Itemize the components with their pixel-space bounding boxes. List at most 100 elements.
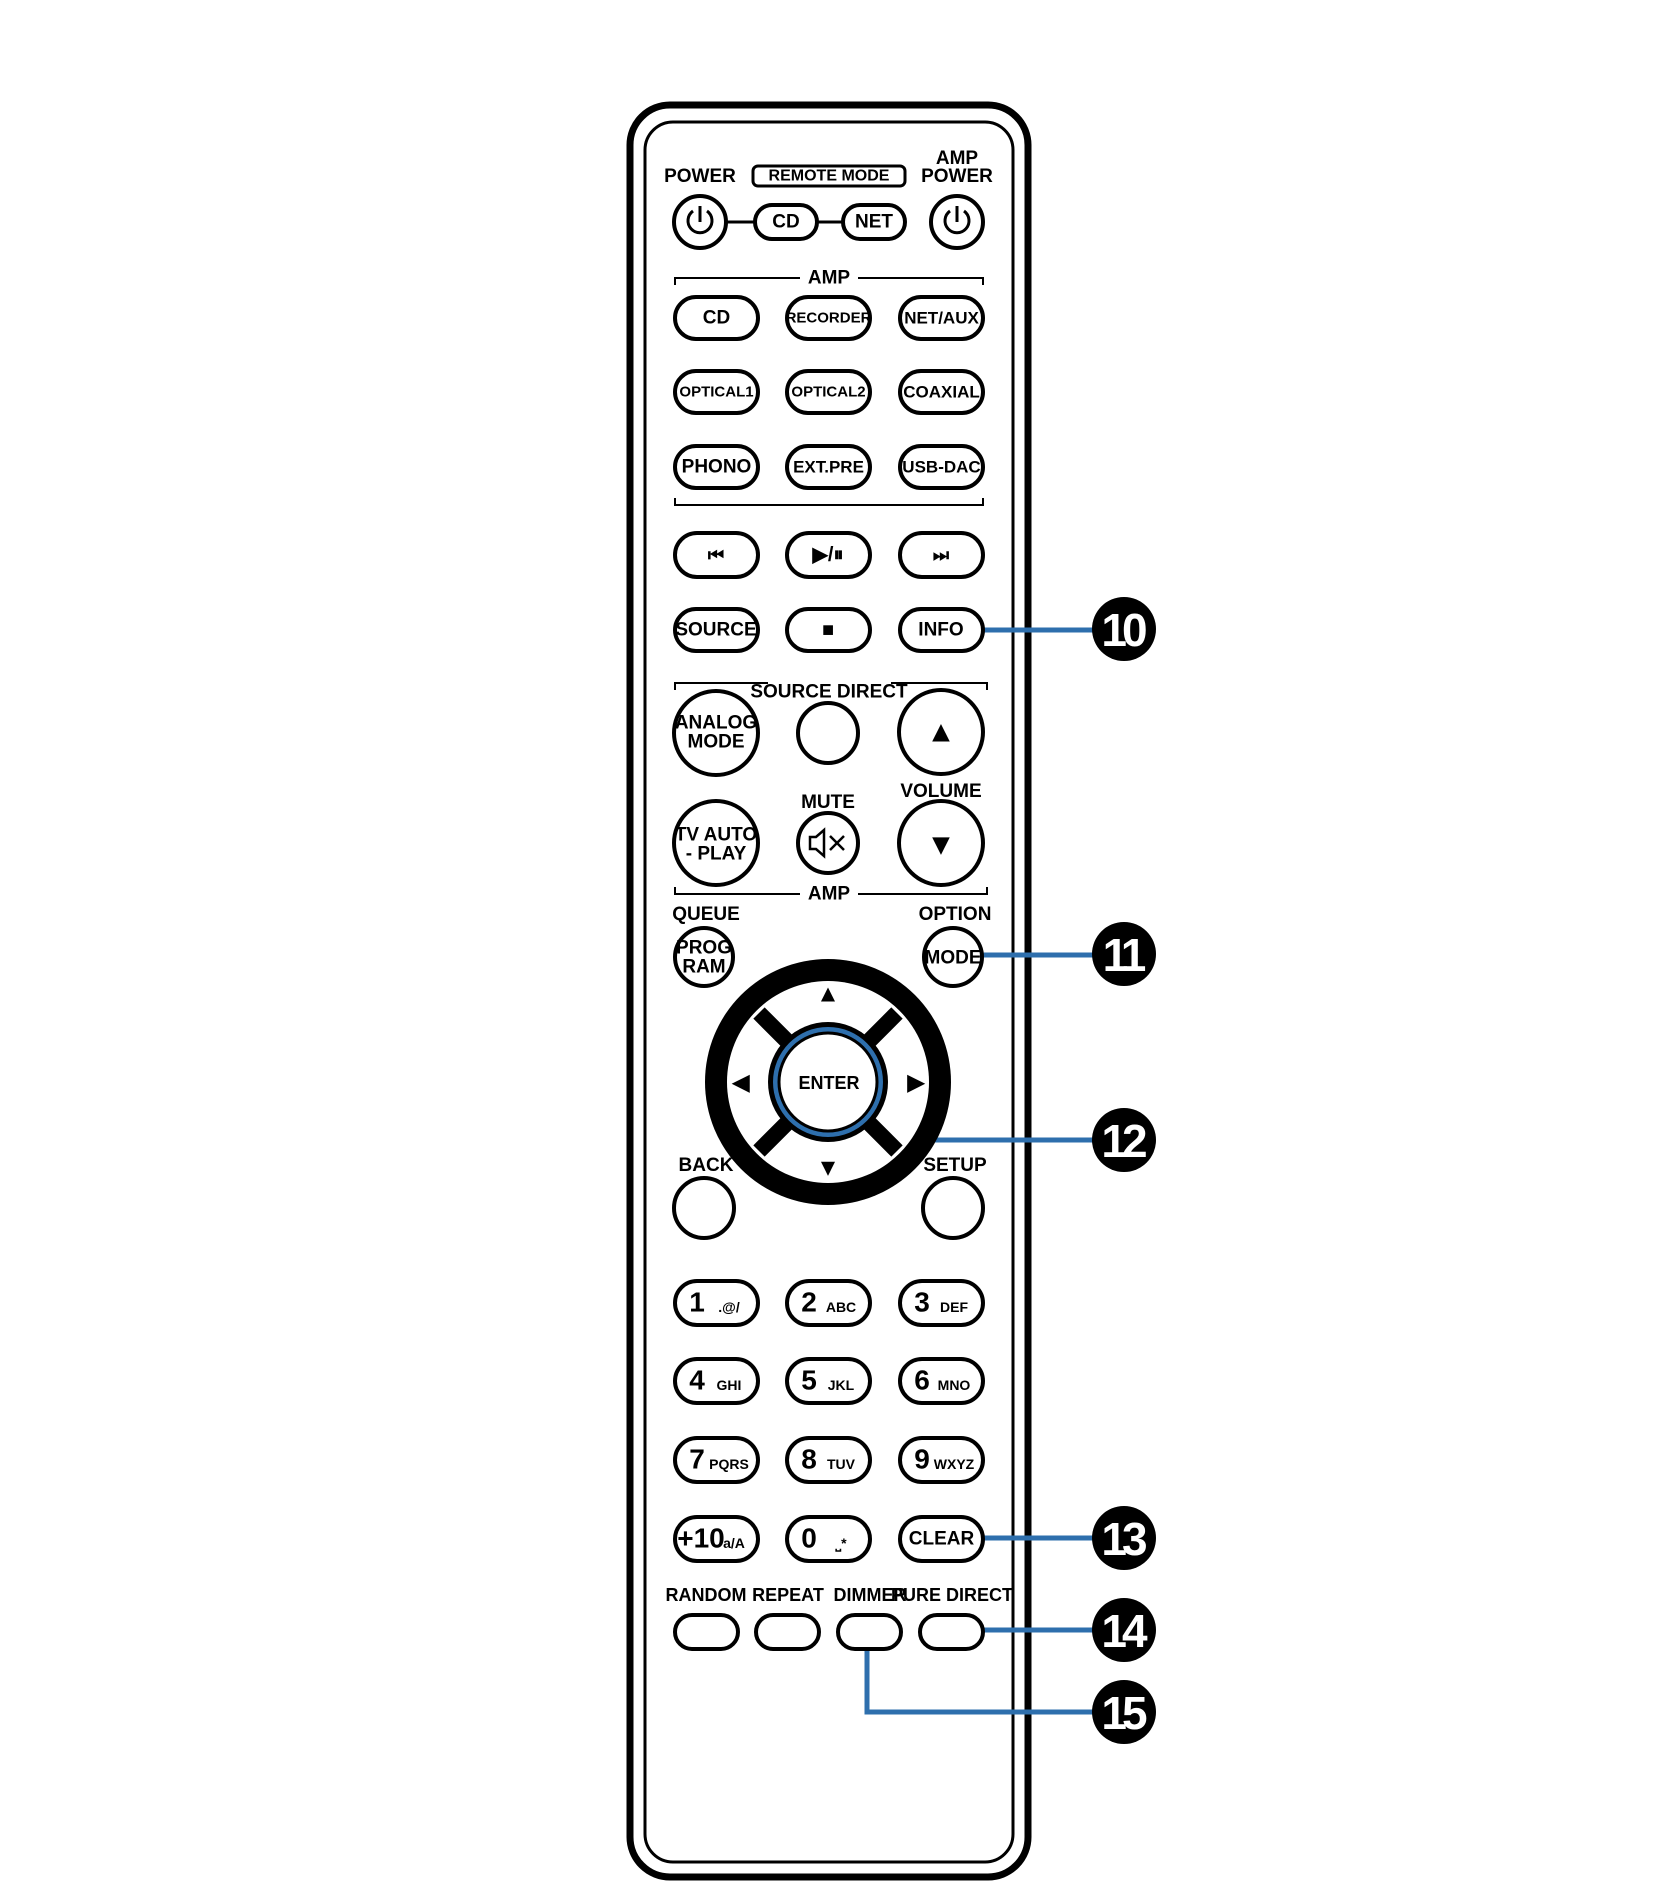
prev-icon: ⏮ [708,545,724,565]
input-button-label: USB-DAC [902,458,980,477]
tv-auto-play-label-1: TV AUTO [675,825,757,846]
input-button-recorder[interactable]: RECORDER [785,295,872,341]
amp-volume-group: SOURCE DIRECT AMP [674,682,988,905]
source-direct-button[interactable] [796,701,860,765]
random-label: RANDOM [666,1585,747,1605]
enter-label: ENTER [798,1073,859,1093]
callout-number: 14 [1101,1605,1148,1657]
nav-down-button[interactable]: ▼ [816,1155,840,1182]
tv-auto-play-label-2: - PLAY [686,844,747,865]
numpad-letters: ⎵* [834,1535,847,1553]
prev-button[interactable]: ⏮ [673,531,760,579]
setup-button[interactable] [921,1176,985,1240]
nav-right-button[interactable]: ▶ [907,1070,926,1095]
nav-up-button[interactable]: ▲ [816,981,840,1008]
input-button-label: COAXIAL [903,383,980,402]
numpad-button-plus10[interactable]: +10a/A [673,1515,760,1563]
next-button[interactable]: ⏭ [898,531,985,579]
info-label: INFO [918,620,963,641]
numpad-digit: 4 [689,1365,705,1396]
input-button-usb-dac[interactable]: USB-DAC [898,444,985,490]
program-label-2: RAM [682,957,725,978]
analog-mode-button[interactable]: ANALOG MODE [672,689,760,777]
amp-input-group: AMP [674,268,984,506]
nav-right-icon: ▶ [907,1070,926,1095]
dimmer-button[interactable] [836,1613,903,1651]
back-button[interactable] [672,1176,736,1240]
callout-badge-14: 14 [1092,1598,1156,1662]
numpad-button-clear[interactable]: CLEAR [898,1515,985,1563]
input-button-optical2[interactable]: OPTICAL2 [785,369,872,415]
remote-mode-net-button[interactable]: NET [841,203,907,241]
input-button-phono[interactable]: PHONO [673,444,760,490]
remote-mode-net-label: NET [855,212,893,233]
tv-auto-play-button[interactable]: TV AUTO - PLAY [672,799,760,887]
numpad-letters: DEF [940,1299,968,1315]
volume-up-button[interactable]: ▲ [897,688,985,776]
amp-power-icon [943,209,971,235]
amp-power-label-2: POWER [921,166,993,187]
numpad-digit: 0 [801,1523,817,1554]
repeat-label: REPEAT [752,1585,824,1605]
repeat-button[interactable] [754,1613,821,1651]
power-button[interactable] [672,194,728,250]
numpad-button-1[interactable]: 1.@/ [673,1279,760,1327]
input-button-label: OPTICAL1 [679,384,753,401]
source-button[interactable]: SOURCE [673,607,760,653]
volume-down-icon: ▼ [926,829,956,862]
info-button[interactable]: INFO [898,607,985,653]
stop-button[interactable]: ■ [785,607,872,653]
numpad-button-0[interactable]: 0 ⎵* [785,1515,872,1563]
enter-button[interactable]: ENTER [798,1073,859,1093]
numpad-letters: PQRS [709,1456,749,1472]
amp-power-button[interactable] [929,194,985,250]
navigation-pad: ▲ ▼ ◀ ▶ ENTER [705,959,951,1205]
numpad-digit: 1 [689,1287,705,1318]
numpad-digit: 3 [914,1287,930,1318]
input-button-optical1[interactable]: OPTICAL1 [673,369,760,415]
program-button[interactable]: PROG RAM [673,926,735,988]
back-label: BACK [679,1155,734,1176]
remote-mode-cd-button[interactable]: CD [753,203,819,241]
play-pause-button[interactable]: ▶/⏸ [785,531,872,579]
input-button-net-aux[interactable]: NET/AUX [898,295,985,341]
callout-number: 10 [1101,604,1146,656]
input-button-label: PHONO [682,457,752,478]
top-row: POWER REMOTE MODE AMP POWER CD NET [664,148,993,250]
amp-group-label-2: AMP [808,884,851,905]
mode-button[interactable]: MODE [922,926,984,988]
numpad-button-3[interactable]: 3 DEF [898,1279,985,1327]
numpad-letters: WXYZ [934,1456,975,1472]
random-button[interactable] [673,1613,740,1651]
nav-left-button[interactable]: ◀ [732,1070,751,1095]
input-button-ext-pre[interactable]: EXT.PRE [785,444,872,490]
numpad-digit: 2 [801,1287,817,1318]
mode-label: MODE [925,948,982,969]
source-direct-label: SOURCE DIRECT [750,682,908,703]
numpad-letters: MNO [938,1377,971,1393]
input-button-coaxial[interactable]: COAXIAL [898,369,985,415]
input-button-cd[interactable]: CD [673,295,760,341]
pure-direct-label: PURE DIRECT [891,1585,1013,1605]
numpad-digit: 7 [689,1444,705,1475]
callout-number: 15 [1101,1687,1147,1739]
input-button-label: EXT.PRE [793,458,864,477]
analog-mode-label-2: MODE [688,732,745,753]
callout-badge-11: 11 [1092,922,1156,986]
clear-label: CLEAR [909,1529,975,1550]
volume-down-button[interactable]: ▼ [897,799,985,887]
numpad-letters: TUV [827,1456,856,1472]
stop-icon: ■ [822,619,834,641]
mute-button[interactable] [796,811,860,875]
pure-direct-button[interactable] [918,1613,985,1651]
